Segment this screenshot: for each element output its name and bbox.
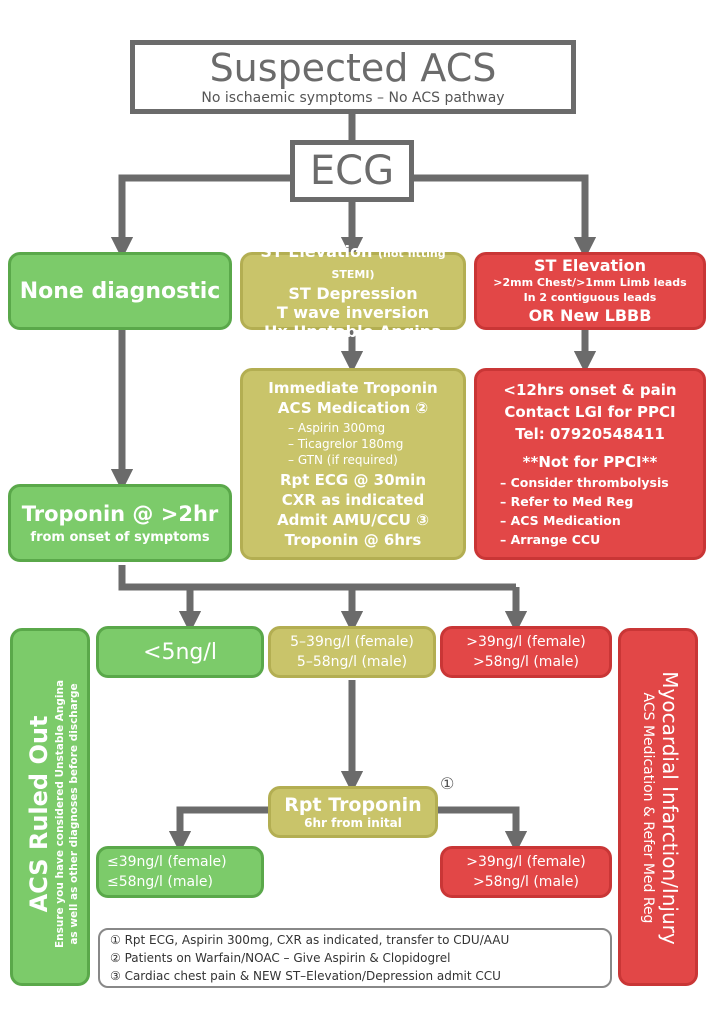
result-mid-box: 5–39ng/l (female) 5–58ng/l (male) bbox=[268, 626, 436, 678]
t-wave-label: T wave inversion bbox=[276, 302, 430, 322]
note-2: ② Patients on Warfain/NOAC – Give Aspiri… bbox=[110, 951, 451, 965]
immediate-troponin: Immediate Troponin bbox=[268, 379, 438, 397]
title-subtitle: No ischaemic symptoms – No ACS pathway bbox=[201, 90, 505, 106]
medication-list: – Aspirin 300mg – Ticagrelor 180mg – GTN… bbox=[288, 420, 418, 468]
stemi-criteria-2: In 2 contiguous leads bbox=[523, 290, 657, 304]
result-mid-female: 5–39ng/l (female) bbox=[290, 634, 414, 650]
note-3: ③ Cardiac chest pain & NEW ST–Elevation/… bbox=[110, 969, 501, 983]
stemi-lbbb: OR New LBBB bbox=[528, 305, 652, 325]
none-diagnostic-box: None diagnostic bbox=[8, 252, 232, 330]
mi-box: Myocardial Infarction/Injury ACS Medicat… bbox=[618, 628, 698, 986]
troponin-6hrs: Troponin @ 6hrs bbox=[284, 531, 422, 549]
mid-actions-box: Immediate Troponin ACS Medication ② – As… bbox=[240, 368, 466, 560]
cxr: CXR as indicated bbox=[281, 491, 425, 509]
rpt-troponin-label: Rpt Troponin bbox=[284, 794, 422, 816]
ppci-list: – Consider thrombolysis – Refer to Med R… bbox=[500, 473, 680, 549]
rpt-low-male: ≤58ng/l (male) bbox=[107, 874, 214, 890]
troponin-2hr-box: Troponin @ >2hr from onset of symptoms bbox=[8, 484, 232, 562]
mi-title: Myocardial Infarction/Injury bbox=[658, 671, 682, 945]
result-high-female: >39ng/l (female) bbox=[466, 634, 586, 650]
notes-box: ① Rpt ECG, Aspirin 300mg, CXR as indicat… bbox=[98, 928, 612, 988]
st-elevation-label: ST Elevation bbox=[260, 241, 373, 261]
st-depression-label: ST Depression bbox=[288, 283, 418, 303]
rpt-troponin-box: Rpt Troponin 6hr from inital bbox=[268, 786, 438, 838]
result-high-box: >39ng/l (female) >58ng/l (male) bbox=[440, 626, 612, 678]
consider-thrombolysis: – Consider thrombolysis bbox=[500, 475, 669, 490]
acs-ruled-out-box: ACS Ruled Out Ensure you have considered… bbox=[10, 628, 90, 986]
note-marker-3: ③ bbox=[416, 511, 429, 529]
right-actions-box: <12hrs onset & pain Contact LGI for PPCI… bbox=[474, 368, 706, 560]
ecg-box: ECG bbox=[290, 140, 414, 202]
result-high-male: >58ng/l (male) bbox=[472, 654, 579, 670]
ruled-out-note-1: Ensure you have considered Unstable Angi… bbox=[54, 679, 66, 949]
rpt-high-box: >39ng/l (female) >58ng/l (male) bbox=[440, 846, 612, 898]
ruled-out-note-2: as well as other diagnoses before discha… bbox=[68, 683, 80, 945]
telephone: Tel: 07920548411 bbox=[515, 425, 665, 443]
result-mid-male: 5–58ng/l (male) bbox=[296, 654, 408, 670]
ruled-out-title: ACS Ruled Out bbox=[25, 715, 53, 913]
stemi-criteria-1: >2mm Chest/>1mm Limb leads bbox=[493, 275, 687, 289]
acs-medication: ACS Medication bbox=[277, 399, 411, 417]
acs-medication-item: – ACS Medication bbox=[500, 513, 621, 528]
not-for-ppci: **Not for PPCI** bbox=[522, 453, 658, 471]
rpt-ecg: Rpt ECG @ 30min bbox=[279, 471, 426, 489]
not-fitting-stemi-label: (not fitting STEMI) bbox=[331, 246, 446, 281]
stemi-box: ST Elevation >2mm Chest/>1mm Limb leads … bbox=[474, 252, 706, 330]
rpt-low-box: ≤39ng/l (female) ≤58ng/l (male) bbox=[96, 846, 264, 898]
rpt-high-male: >58ng/l (male) bbox=[472, 874, 579, 890]
med-gtn: – GTN (if required) bbox=[288, 453, 398, 467]
admit-amu: Admit AMU/CCU bbox=[277, 511, 411, 529]
note-1: ① Rpt ECG, Aspirin 300mg, CXR as indicat… bbox=[110, 933, 510, 947]
note-marker-1: ① bbox=[440, 774, 455, 793]
unstable-angina-label: Hx Unstable Angina bbox=[264, 321, 442, 341]
mi-subtitle: ACS Medication & Refer Med Reg bbox=[640, 692, 656, 924]
med-ticagrelor: – Ticagrelor 180mg bbox=[288, 437, 404, 451]
rpt-troponin-sub: 6hr from inital bbox=[304, 816, 402, 830]
result-low-label: <5ng/l bbox=[143, 639, 217, 665]
contact-lgi: Contact LGI for PPCI bbox=[504, 403, 676, 421]
title-heading: Suspected ACS bbox=[209, 46, 497, 90]
med-aspirin: – Aspirin 300mg bbox=[288, 421, 386, 435]
troponin-2hr-sub: from onset of symptoms bbox=[30, 529, 210, 545]
rpt-low-female: ≤39ng/l (female) bbox=[107, 854, 227, 870]
none-diagnostic-label: None diagnostic bbox=[19, 278, 221, 304]
title-box: Suspected ACS No ischaemic symptoms – No… bbox=[130, 40, 576, 114]
refer-med-reg: – Refer to Med Reg bbox=[500, 494, 634, 509]
st-changes-box: ST Elevation (not fitting STEMI) ST Depr… bbox=[240, 242, 466, 341]
troponin-2hr-label: Troponin @ >2hr bbox=[21, 501, 219, 526]
stemi-st-elevation: ST Elevation bbox=[533, 255, 646, 275]
ecg-label: ECG bbox=[309, 148, 395, 194]
onset-pain: <12hrs onset & pain bbox=[503, 381, 677, 399]
note-marker-2: ② bbox=[415, 399, 429, 417]
rpt-high-female: >39ng/l (female) bbox=[466, 854, 586, 870]
arrange-ccu: – Arrange CCU bbox=[500, 532, 601, 547]
result-low-box: <5ng/l bbox=[96, 626, 264, 678]
